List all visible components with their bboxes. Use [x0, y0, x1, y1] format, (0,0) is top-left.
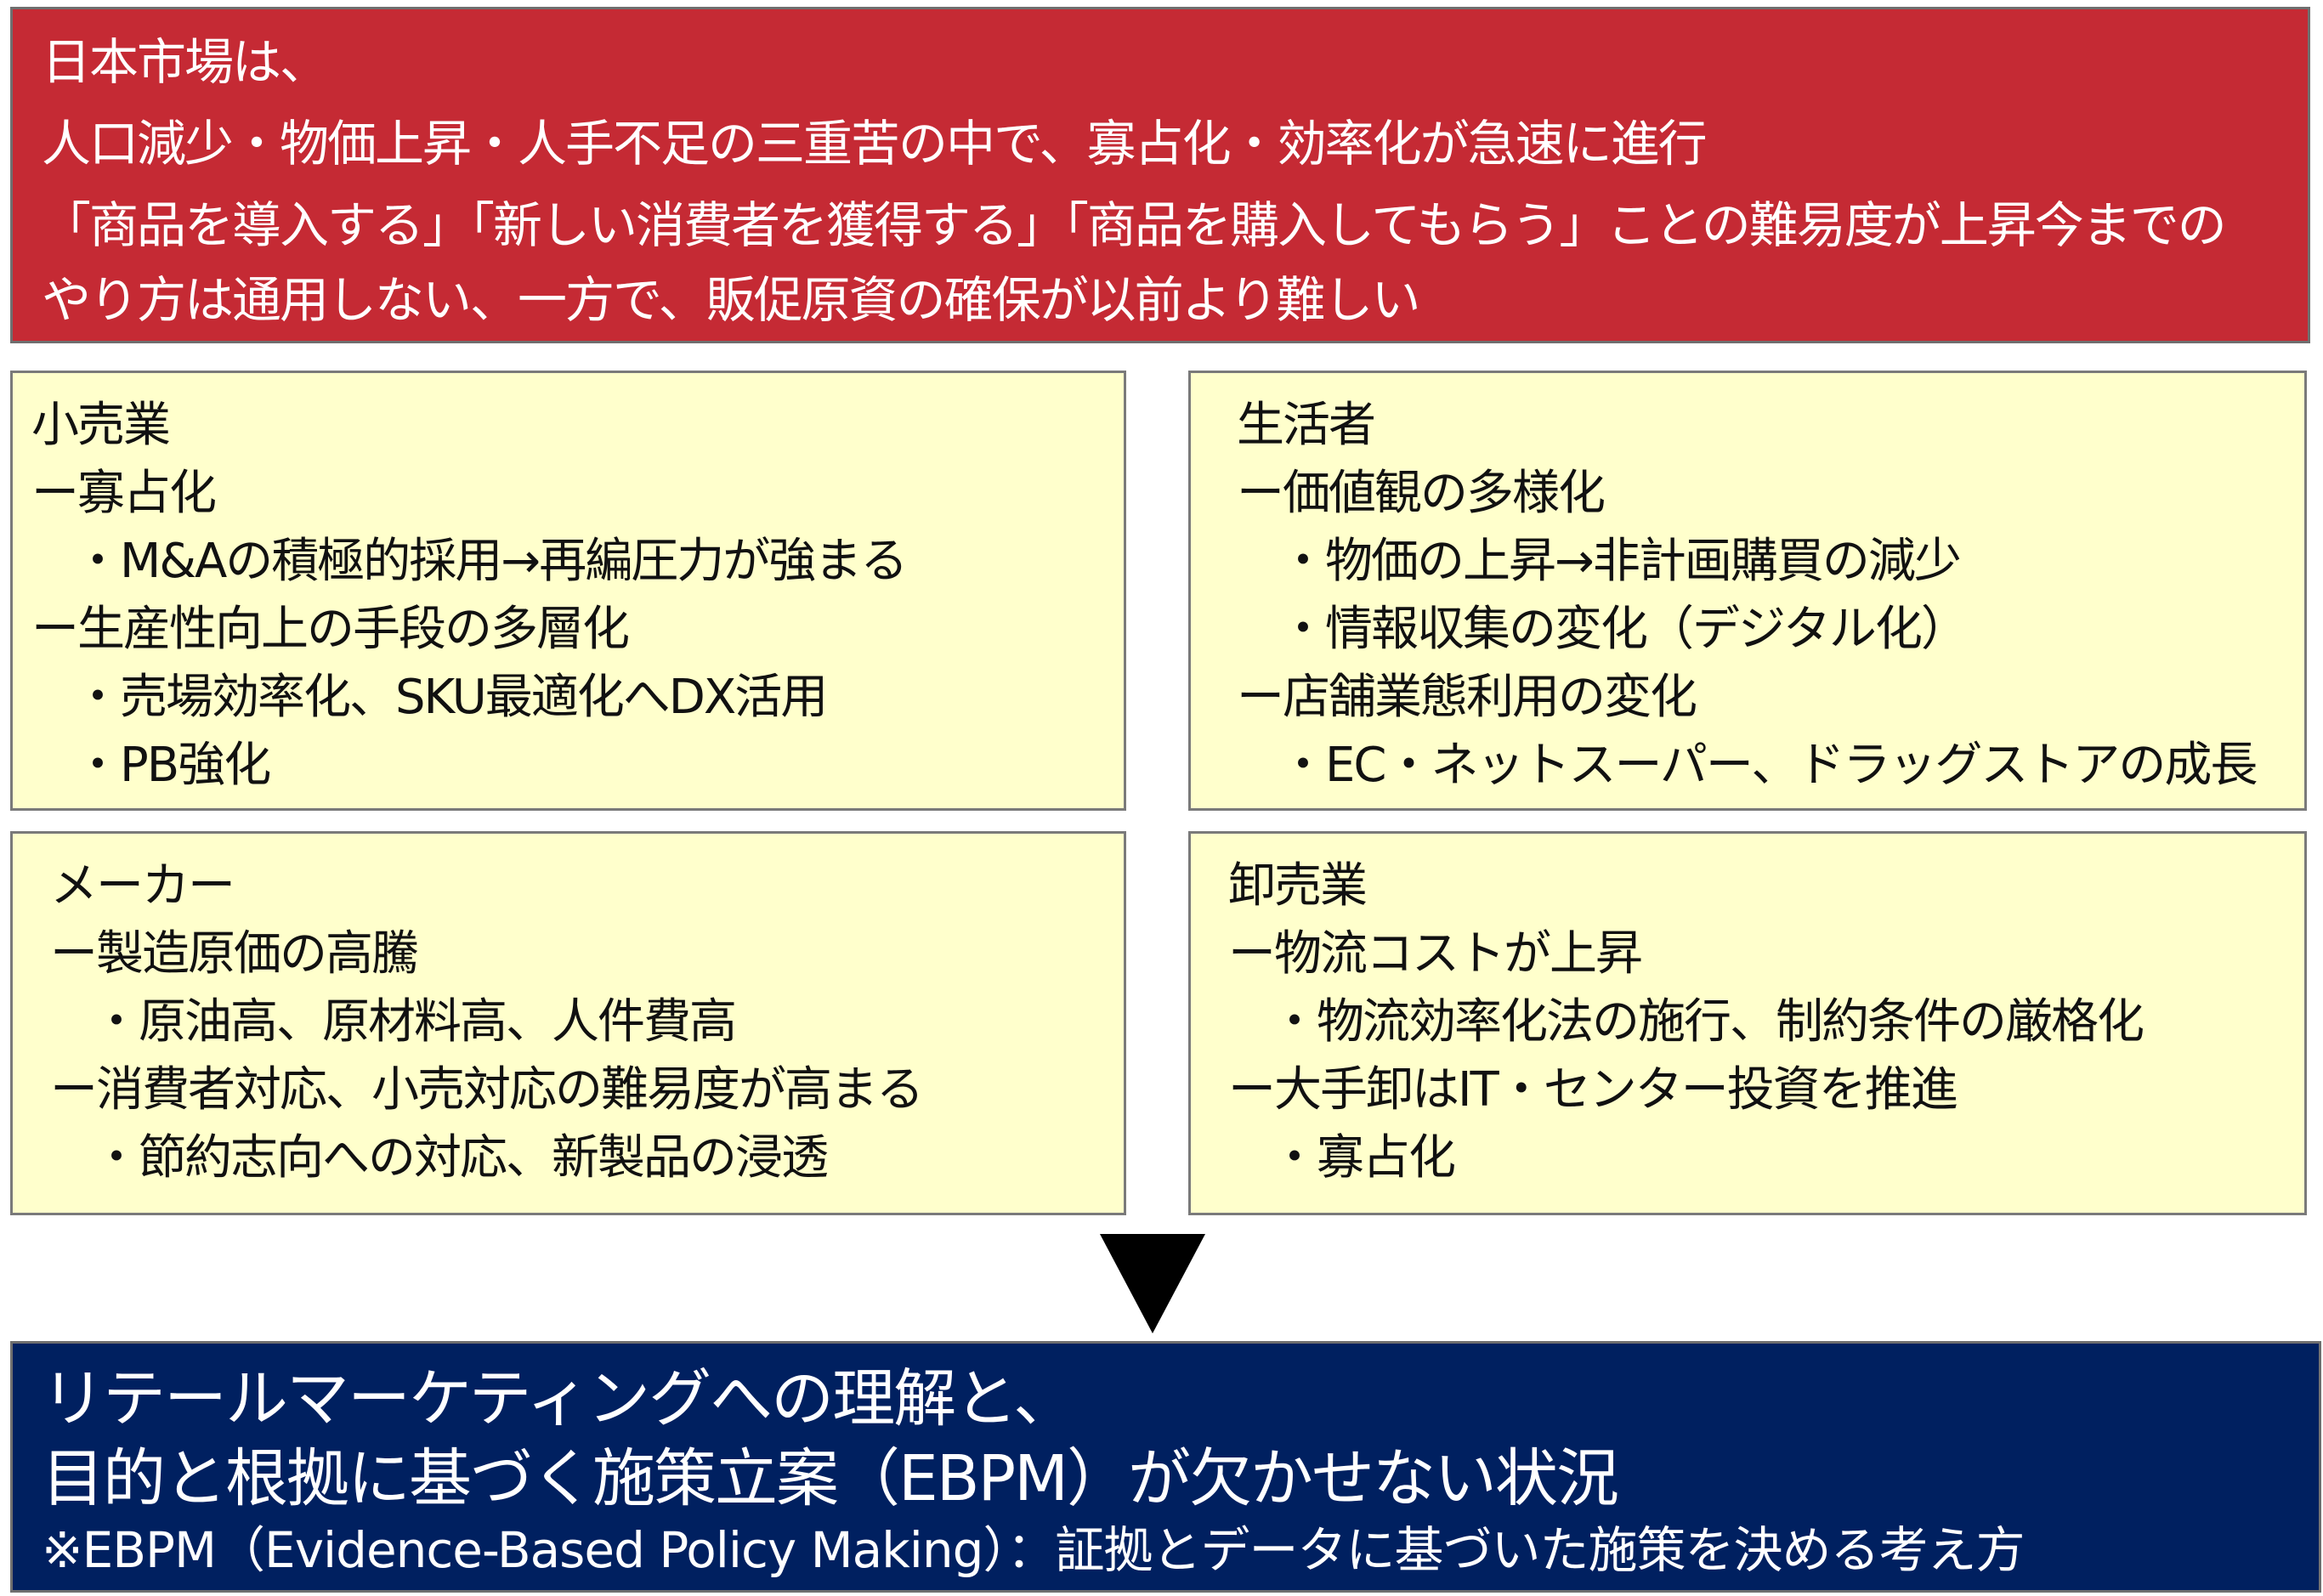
panel-item: ー寡占化 — [31, 466, 217, 521]
panel-item: ー物流コストが上昇 — [1228, 926, 1643, 982]
panel-title: メーカー — [50, 858, 235, 914]
panel-subitem: ・売場効率化、SKU最適化へDX活用 — [74, 670, 828, 725]
panel-subitem: ・物価の上昇→非計画購買の減少 — [1279, 534, 1962, 589]
panel-wholesale: 卸売業 ー物流コストが上昇 ・物流効率化法の施行、制約条件の厳格化 ー大手卸はI… — [1188, 831, 2307, 1215]
panel-subitem: ・情報収集の変化（デジタル化） — [1279, 602, 1969, 657]
panel-item: ー店舗業態利用の変化 — [1237, 670, 1697, 725]
panel-subitem: ・PB強化 — [74, 738, 271, 793]
panel-consumer: 生活者 ー価値観の多様化 ・物価の上昇→非計画購買の減少 ・情報収集の変化（デジ… — [1188, 371, 2307, 811]
panel-title: 小売業 — [31, 398, 171, 453]
panel-subitem: ・M&Aの積極的採用→再編圧力が強まる — [74, 534, 908, 589]
conclusion-line: リテールマーケティングへの理解と、 — [42, 1362, 1076, 1435]
panel-item: ー価値観の多様化 — [1237, 466, 1606, 521]
panel-subitem: ・原油高、原材料高、人件費高 — [93, 994, 737, 1050]
panel-title: 生活者 — [1237, 398, 1376, 453]
panel-manufacturer: メーカー ー製造原価の高騰 ・原油高、原材料高、人件費高 ー消費者対応、小売対応… — [10, 831, 1126, 1215]
panel-title: 卸売業 — [1228, 858, 1368, 914]
panel-item: ー消費者対応、小売対応の難易度が高まる — [50, 1062, 924, 1118]
header-banner: 日本市場は、 人口減少・物価上昇・人手不足の三重苦の中で、寡占化・効率化が急速に… — [10, 7, 2310, 343]
panel-subitem: ・寡占化 — [1271, 1130, 1456, 1186]
panel-item: ー製造原価の高騰 — [50, 926, 419, 982]
panel-item: ー大手卸はIT・センター投資を推進 — [1228, 1062, 1958, 1118]
down-triangle-icon — [1100, 1234, 1205, 1333]
panel-subitem: ・EC・ネットスーパー、ドラッグストアの成長 — [1279, 738, 2258, 793]
panel-subitem: ・節約志向への対応、新製品の浸透 — [93, 1130, 829, 1186]
conclusion-line: 目的と根拠に基づく施策立案（EBPM）が欠かせない状況 — [42, 1442, 1619, 1515]
header-line: 人口減少・物価上昇・人手不足の三重苦の中で、寡占化・効率化が急速に進行 — [42, 115, 1708, 173]
header-line: やり方は通用しない、一方で、販促原資の確保が以前より難しい — [42, 271, 1421, 329]
header-line: 日本市場は、 — [42, 33, 329, 91]
header-line: 「商品を導入する」「新しい消費者を獲得する」「商品を購入してもらう」ことの難易度… — [42, 196, 2227, 254]
conclusion-note: ※EBPM（Evidence-Based Policy Making）：証拠とデ… — [42, 1521, 2025, 1579]
conclusion-banner: リテールマーケティングへの理解と、 目的と根拠に基づく施策立案（EBPM）が欠か… — [10, 1341, 2321, 1593]
panel-item: ー生産性向上の手段の多層化 — [31, 602, 630, 657]
panel-retail: 小売業 ー寡占化 ・M&Aの積極的採用→再編圧力が強まる ー生産性向上の手段の多… — [10, 371, 1126, 811]
panel-subitem: ・物流効率化法の施行、制約条件の厳格化 — [1271, 994, 2145, 1050]
